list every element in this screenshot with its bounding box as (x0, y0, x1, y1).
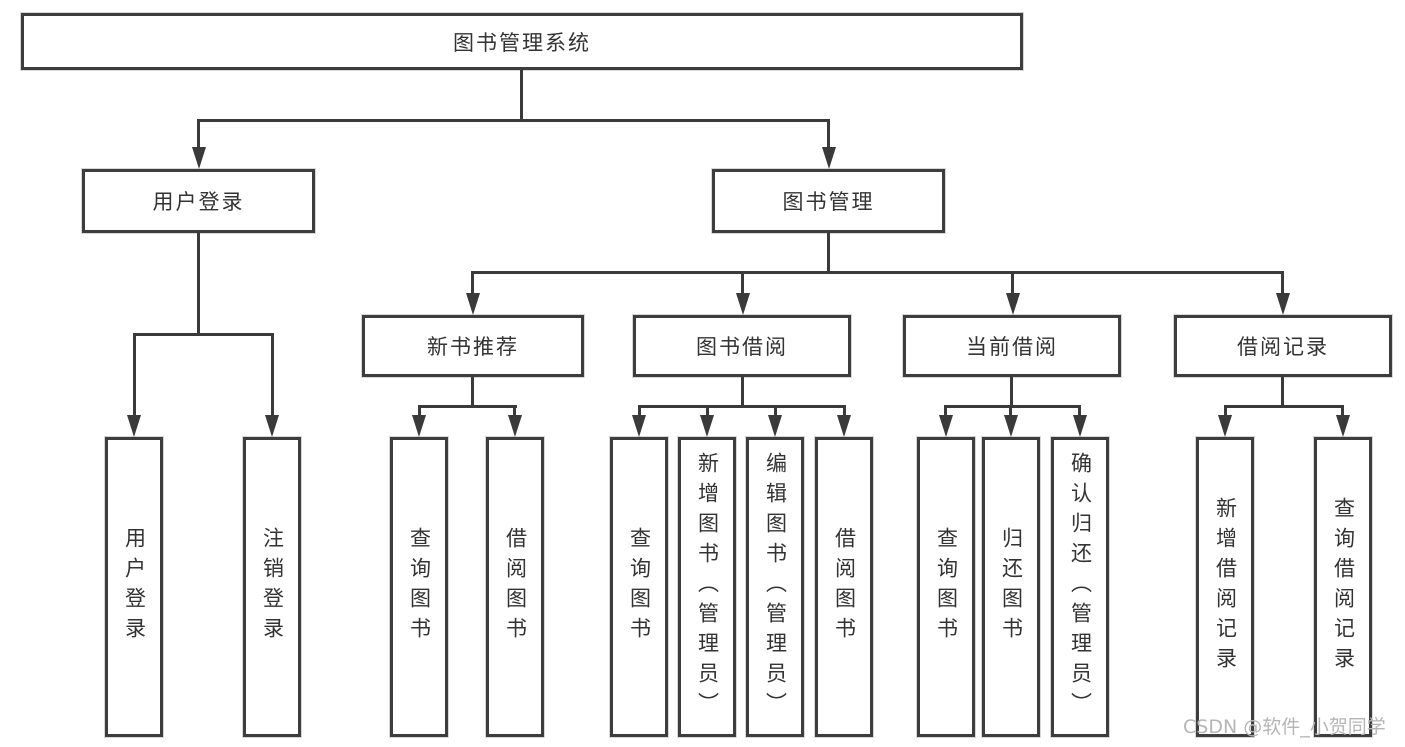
connector-line (197, 119, 830, 122)
arrowhead-down-icon (1336, 415, 1350, 437)
node-book-borrow: 图书借阅 (633, 315, 851, 377)
node-root: 图书管理系统 (21, 13, 1023, 70)
node-new-book-recommend: 新书推荐 (362, 315, 584, 377)
connector-line (1009, 405, 1012, 417)
leaf-confirm-return-admin: 确认归还（管理员） (1051, 437, 1109, 737)
leaf-edit-books-admin-label: 编辑图书（管理员） (763, 452, 788, 722)
leaf-borrow-books-recommend-label: 借阅图书 (503, 527, 528, 647)
connector-line (471, 271, 1284, 274)
arrowhead-down-icon (192, 147, 206, 169)
csdn-watermark: CSDN @软件_小贺同学 (1183, 716, 1386, 738)
node-current-borrow: 当前借阅 (903, 315, 1121, 377)
leaf-add-borrow-record-label: 新增借阅记录 (1213, 497, 1238, 677)
arrowhead-down-icon (768, 415, 782, 437)
connector-line (1281, 377, 1284, 407)
arrowhead-down-icon (1073, 415, 1087, 437)
node-borrow-records: 借阅记录 (1174, 315, 1392, 377)
node-current-borrow-label: 当前借阅 (966, 335, 1058, 359)
connector-line (471, 271, 474, 295)
arrowhead-down-icon (939, 415, 953, 437)
leaf-add-books-admin: 新增图书（管理员） (678, 437, 736, 737)
connector-line (741, 271, 744, 295)
connector-line (197, 233, 200, 336)
connector-line (1078, 405, 1081, 417)
leaf-query-borrow-record-label: 查询借阅记录 (1331, 497, 1356, 677)
connector-line (1224, 405, 1227, 417)
node-root-label: 图书管理系统 (453, 30, 591, 55)
connector-line (520, 70, 523, 122)
connector-line (1224, 405, 1344, 408)
leaf-query-books-borrow: 查询图书 (610, 437, 668, 737)
arrowhead-down-icon (700, 415, 714, 437)
connector-line (638, 405, 641, 417)
connector-line (706, 405, 709, 417)
connector-line (197, 119, 200, 151)
connector-line (944, 405, 947, 417)
connector-line (1341, 405, 1344, 417)
arrowhead-down-icon (1218, 415, 1232, 437)
leaf-logout: 注销登录 (243, 437, 301, 737)
node-borrow-records-label: 借阅记录 (1237, 335, 1329, 359)
arrowhead-down-icon (1276, 293, 1290, 315)
connector-line (774, 405, 777, 417)
connector-line (827, 233, 830, 274)
connector-line (133, 333, 274, 336)
node-book-borrow-label: 图书借阅 (696, 335, 788, 359)
node-book-management-label: 图书管理 (782, 190, 875, 214)
arrowhead-down-icon (127, 415, 141, 437)
leaf-return-books-label: 归还图书 (999, 527, 1024, 647)
arrowhead-down-icon (822, 147, 836, 169)
leaf-confirm-return-admin-label: 确认归还（管理员） (1068, 452, 1093, 722)
node-user-login-label: 用户登录 (152, 190, 245, 214)
arrowhead-down-icon (412, 415, 426, 437)
connector-line (471, 377, 474, 407)
leaf-borrow-books-label: 借阅图书 (832, 527, 857, 647)
leaf-add-books-admin-label: 新增图书（管理员） (695, 452, 720, 722)
leaf-logout-label: 注销登录 (260, 527, 285, 647)
arrowhead-down-icon (265, 415, 279, 437)
leaf-query-books-borrow-label: 查询图书 (627, 527, 652, 647)
arrowhead-down-icon (1004, 415, 1018, 437)
arrowhead-down-icon (736, 293, 750, 315)
connector-line (638, 405, 846, 408)
arrowhead-down-icon (837, 415, 851, 437)
node-book-management: 图书管理 (712, 169, 945, 233)
connector-line (843, 405, 846, 417)
leaf-user-login: 用户登录 (105, 437, 163, 737)
arrowhead-down-icon (1006, 293, 1020, 315)
leaf-return-books: 归还图书 (982, 437, 1040, 737)
arrowhead-down-icon (508, 415, 522, 437)
connector-line (944, 405, 1081, 408)
connector-line (418, 405, 421, 417)
connector-line (827, 119, 830, 151)
connector-line (513, 405, 516, 417)
leaf-borrow-books: 借阅图书 (815, 437, 873, 737)
leaf-query-books-current-label: 查询图书 (934, 527, 959, 647)
node-new-book-recommend-label: 新书推荐 (427, 335, 519, 359)
leaf-query-books-recommend-label: 查询图书 (407, 527, 432, 647)
arrowhead-down-icon (632, 415, 646, 437)
leaf-borrow-books-recommend: 借阅图书 (486, 437, 544, 737)
leaf-add-borrow-record: 新增借阅记录 (1196, 437, 1254, 737)
leaf-edit-books-admin: 编辑图书（管理员） (746, 437, 804, 737)
arrowhead-down-icon (466, 293, 480, 315)
leaf-query-books-recommend: 查询图书 (390, 437, 448, 737)
connector-line (418, 405, 517, 408)
node-user-login: 用户登录 (82, 169, 315, 233)
connector-line (133, 333, 136, 415)
connector-line (1010, 377, 1013, 407)
connector-line (271, 333, 274, 415)
leaf-user-login-label: 用户登录 (122, 527, 147, 647)
leaf-query-borrow-record: 查询借阅记录 (1314, 437, 1372, 737)
connector-line (1281, 271, 1284, 295)
leaf-query-books-current: 查询图书 (917, 437, 975, 737)
connector-line (1011, 271, 1014, 295)
connector-line (741, 377, 744, 407)
